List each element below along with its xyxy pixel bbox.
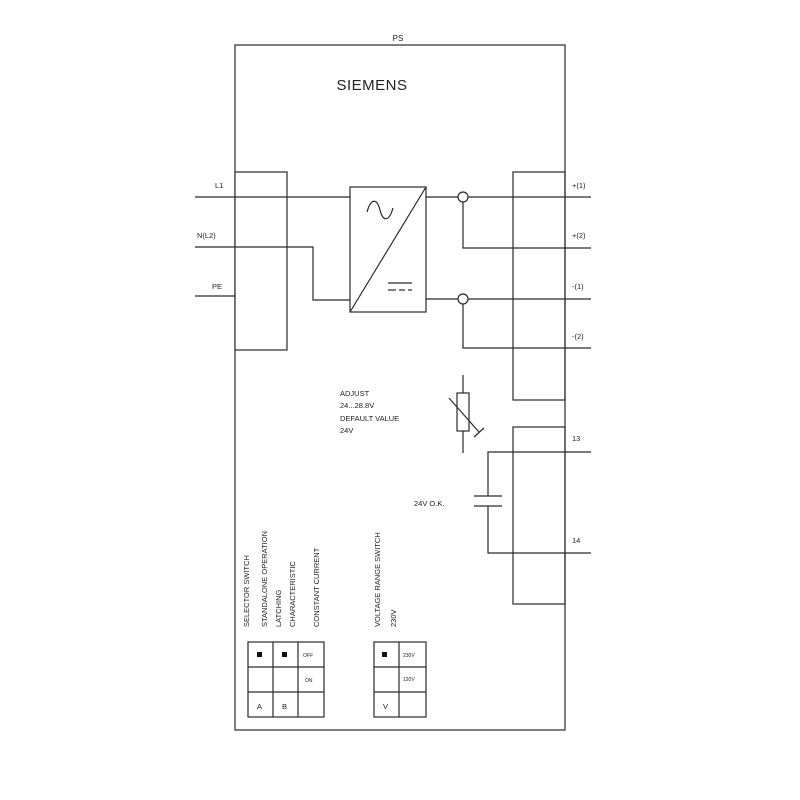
input-terminal-block xyxy=(234,171,288,351)
voltage-230-label: 230V xyxy=(389,609,398,627)
switch-column-v-label: V xyxy=(383,702,388,711)
terminal-label-14: 14 xyxy=(572,536,580,545)
terminal-label-plus2: +(2) xyxy=(572,231,586,240)
relay-ok-label: 24V O.K. xyxy=(414,499,444,508)
output-terminal-block xyxy=(512,171,566,401)
switch-column-b-label: B xyxy=(282,702,287,711)
adjust-label: ADJUST xyxy=(340,389,370,398)
terminal-label-pe: PE xyxy=(212,282,222,291)
default-value-label: DEFAULT VALUE xyxy=(340,414,399,423)
terminal-label-minus2: -(2) xyxy=(572,332,584,341)
sine-wave-icon xyxy=(366,200,394,220)
junction-plus xyxy=(457,191,469,203)
default-voltage-label: 24V xyxy=(340,426,353,435)
switch-on-label: ON xyxy=(305,678,313,684)
voltage-switch-table: 230V 120V V xyxy=(373,641,427,718)
terminal-label-13: 13 xyxy=(572,434,580,443)
voltage-range-switch-label: VOLTAGE RANGE SWITCH xyxy=(373,532,382,627)
voltage-option-230: 230V xyxy=(403,653,415,659)
wire-minus-2 xyxy=(462,304,591,349)
standalone-operation-label: STANDALONE OPERATION xyxy=(260,531,269,627)
latching-label: LATCHING xyxy=(274,589,283,627)
relay-contact-icon xyxy=(474,451,591,554)
terminal-label-l1: L1 xyxy=(215,181,223,190)
diagram-title: PS xyxy=(393,34,404,43)
voltage-option-120: 120V xyxy=(403,677,415,683)
voltage-switch-position-marker xyxy=(382,652,387,657)
wire-n xyxy=(195,246,350,301)
relay-terminal-block xyxy=(512,426,566,605)
wire-plus-2 xyxy=(462,202,591,249)
constant-current-label: CONSTANT CURRENT xyxy=(312,547,321,627)
converter-diagonal xyxy=(349,186,427,313)
potentiometer-icon xyxy=(448,375,485,453)
adjust-range-label: 24...28.8V xyxy=(340,401,374,410)
power-supply-housing xyxy=(234,44,566,731)
switch-off-label: OFF xyxy=(303,653,313,659)
brand-logo-text: SIEMENS xyxy=(336,77,407,94)
junction-minus xyxy=(457,293,469,305)
terminal-label-minus1: -(1) xyxy=(572,282,584,291)
switch-column-a-label: A xyxy=(257,702,262,711)
mode-switch-table: OFF ON A B xyxy=(247,641,325,718)
terminal-label-plus1: +(1) xyxy=(572,181,586,190)
terminal-label-n: N(L2) xyxy=(197,231,216,240)
switch-a-position-marker xyxy=(257,652,262,657)
characteristic-label: CHARACTERISTIC xyxy=(288,561,297,627)
selector-switch-label: SELECTOR SWITCH xyxy=(242,555,251,627)
switch-b-position-marker xyxy=(282,652,287,657)
dc-bars-icon xyxy=(388,282,412,291)
